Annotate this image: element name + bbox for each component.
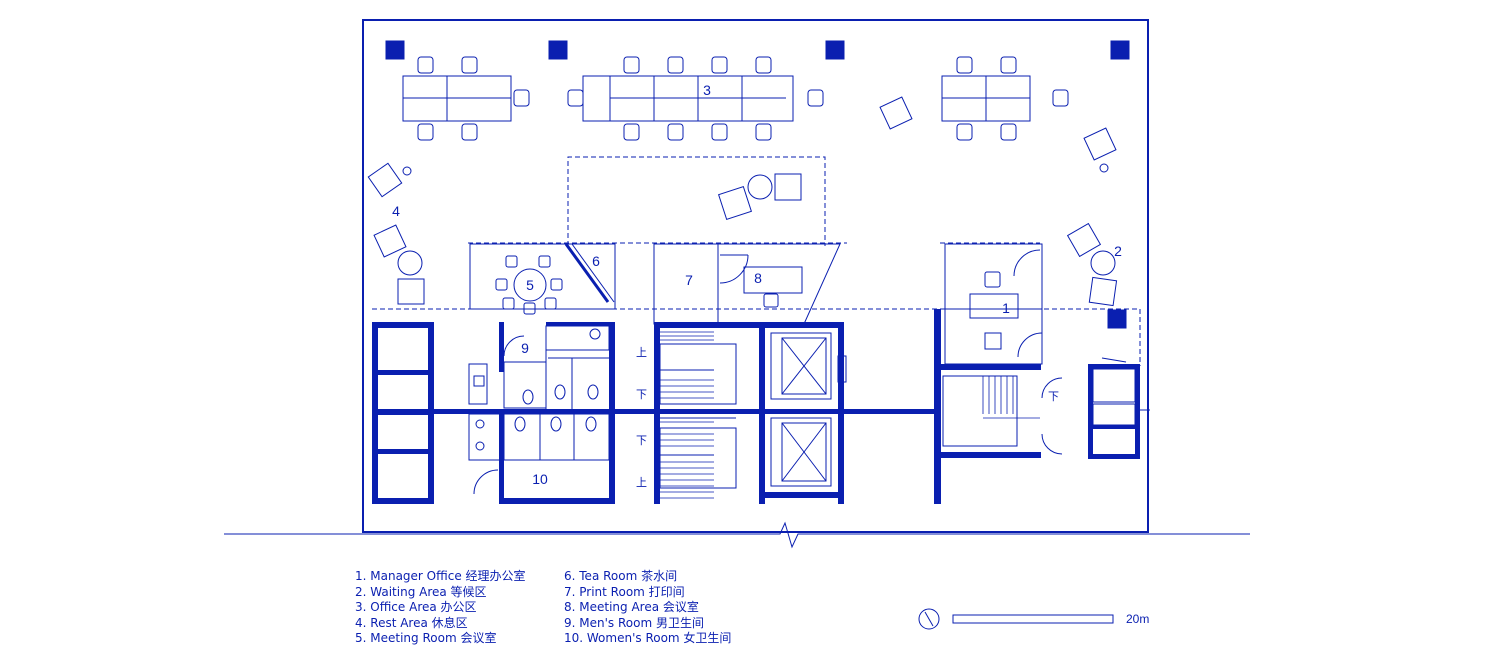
column: [548, 40, 568, 60]
room-label-5: 5: [526, 277, 534, 293]
column: [385, 40, 405, 60]
legend-item: 9. Men's Room 男卫生间: [564, 615, 704, 630]
meeting-chairs: [495, 255, 563, 315]
column: [825, 40, 845, 60]
room-label-9: 9: [521, 340, 529, 356]
north-arrow-icon: [918, 608, 940, 630]
stairs-core: [654, 331, 1063, 499]
room-label-1: 1: [1002, 300, 1010, 316]
room-label-8: 8: [754, 270, 762, 286]
desk-group-left: [402, 75, 512, 122]
legend-right: 6. Tea Room 茶水间 7. Print Room 打印间 8. Mee…: [564, 569, 731, 647]
stair-label-up: 上: [636, 346, 647, 359]
office-chairs: [417, 56, 1069, 141]
meeting-area-8: [717, 243, 841, 325]
legend-item: 8. Meeting Area 会议室: [564, 600, 699, 615]
site-line: [224, 521, 1250, 549]
room-label-10: 10: [532, 471, 548, 487]
room-label-2: 2: [1114, 243, 1122, 259]
legend-item: 5. Meeting Room 会议室: [355, 631, 497, 646]
legend-item: 1. Manager Office 经理办公室: [355, 569, 526, 583]
lounge-furniture: [367, 96, 1118, 307]
desk-group-center: [582, 75, 794, 122]
column: [1110, 40, 1130, 60]
building-outline: [362, 19, 1149, 533]
room-label-6: 6: [592, 253, 600, 269]
legend-item: 3. Office Area 办公区: [355, 600, 477, 615]
utility-rooms: [1092, 357, 1150, 426]
legend-item: 6. Tea Room 茶水间: [564, 569, 678, 583]
scale-label: 20m: [1126, 612, 1150, 626]
manager-desk: [969, 293, 1019, 319]
restroom-fixtures: [468, 325, 610, 495]
room-label-3: 3: [703, 82, 711, 98]
stair-label-down: 下: [636, 388, 647, 401]
legend-item: 10. Women's Room 女卫生间: [564, 631, 732, 646]
stair-label-down: 下: [1048, 390, 1059, 403]
scale-bar: [952, 614, 1114, 624]
legend-item: 4. Rest Area 休息区: [355, 615, 468, 630]
stair-label-down: 下: [636, 434, 647, 447]
elevators: [770, 332, 847, 487]
room-label-7: 7: [685, 272, 693, 288]
legend-left: 1. Manager Office 经理办公室 2. Waiting Area …: [355, 569, 526, 647]
desk-group-right: [941, 75, 1031, 122]
stair-label-up: 上: [636, 476, 647, 489]
core-walls: [372, 309, 1140, 504]
manager-office-1: [944, 243, 1043, 310]
round-table: [513, 268, 547, 302]
meeting-room-5: [469, 243, 616, 310]
legend-item: 7. Print Room 打印间: [564, 584, 685, 599]
column: [1107, 309, 1127, 329]
legend-item: 2. Waiting Area 等候区: [355, 584, 487, 599]
meeting-table: [743, 266, 803, 294]
room-label-4: 4: [392, 203, 400, 219]
dashed-zones: [372, 156, 1141, 366]
